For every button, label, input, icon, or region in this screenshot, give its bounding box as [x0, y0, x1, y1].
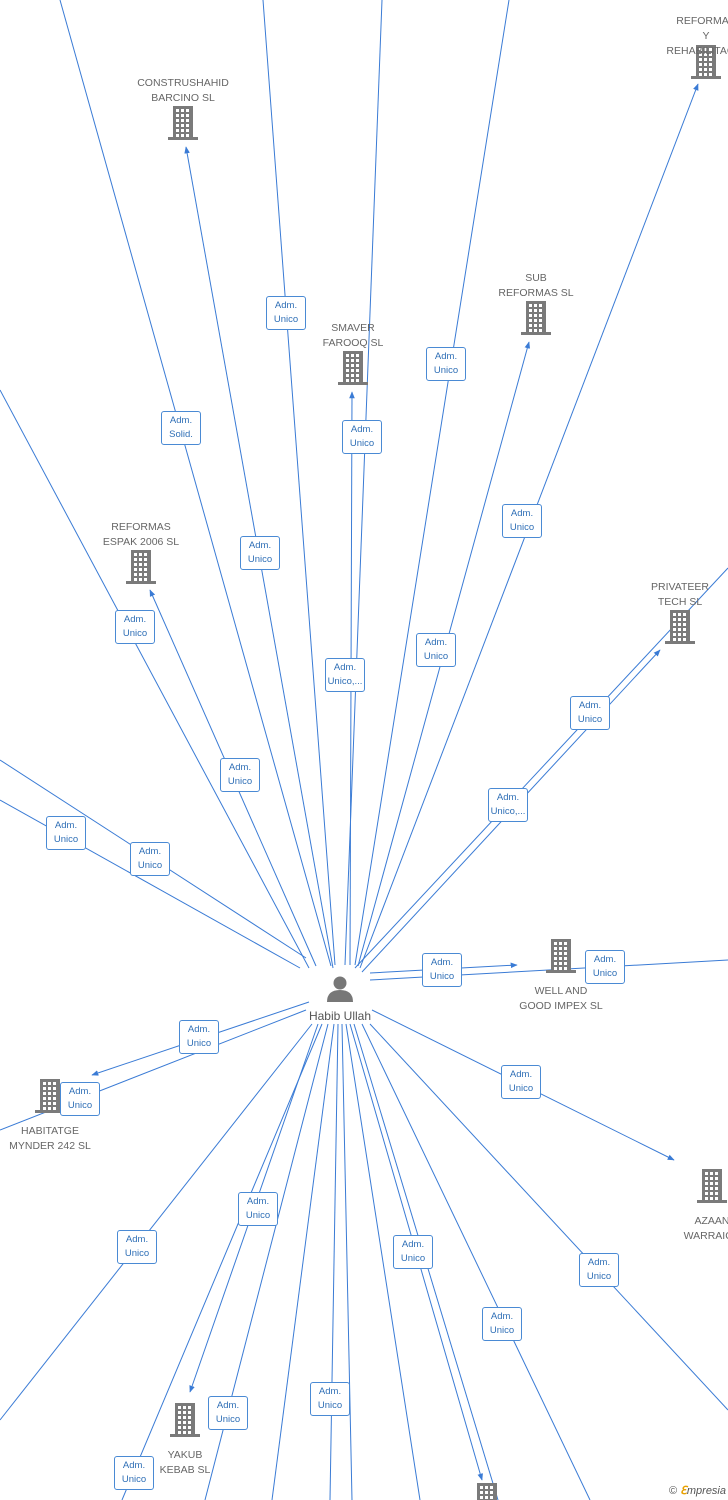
- edge-role-label[interactable]: Adm. Unico: [60, 1082, 100, 1116]
- building-icon[interactable]: [170, 1403, 200, 1437]
- edge-role-label[interactable]: Adm. Unico: [393, 1235, 433, 1269]
- building-icon[interactable]: [691, 45, 721, 79]
- building-icon[interactable]: [521, 301, 551, 335]
- empresia-logo: © ℇmpresia: [668, 1484, 726, 1497]
- relation-edge: [121, 1023, 323, 1500]
- company-label-well-good[interactable]: WELL AND GOOD IMPEX SL: [519, 985, 603, 1012]
- edge-role-label[interactable]: Adm. Unico,...: [325, 658, 365, 692]
- edge-role-label[interactable]: Adm. Unico: [46, 816, 86, 850]
- edge-role-label[interactable]: Adm. Unico: [310, 1382, 350, 1416]
- building-icon[interactable]: [338, 351, 368, 385]
- relation-edge: [344, 0, 383, 966]
- edge-role-label[interactable]: Adm. Unico: [585, 950, 625, 984]
- edge-role-label[interactable]: Adm. Unico: [240, 536, 280, 570]
- company-label-reformas-rehab[interactable]: REFORMAS Y REHABILITACIO: [666, 15, 728, 57]
- edge-role-label[interactable]: Adm. Unico: [422, 953, 462, 987]
- building-icon[interactable]: [546, 939, 576, 973]
- edge-role-label[interactable]: Adm. Unico: [130, 842, 170, 876]
- building-icon[interactable]: [697, 1169, 727, 1203]
- building-icon[interactable]: [472, 1483, 502, 1500]
- edge-role-label[interactable]: Adm. Unico: [266, 296, 306, 330]
- edge-role-label[interactable]: Adm. Unico: [208, 1396, 248, 1430]
- edge-role-label[interactable]: Adm. Unico: [502, 504, 542, 538]
- edge-role-label[interactable]: Adm. Unico,...: [488, 788, 528, 822]
- relation-edge: [341, 1023, 353, 1500]
- edge-role-label[interactable]: Adm. Unico: [482, 1307, 522, 1341]
- edge-role-label[interactable]: Adm. Unico: [579, 1253, 619, 1287]
- relation-edge: [354, 0, 510, 966]
- edge-role-label[interactable]: Adm. Unico: [501, 1065, 541, 1099]
- edge-role-label[interactable]: Adm. Unico: [115, 610, 155, 644]
- relation-edge: [271, 1023, 335, 1500]
- company-label-habitatge[interactable]: HABITATGE MYNDER 242 SL: [9, 1125, 91, 1152]
- company-label-construshahid[interactable]: CONSTRUSHAHID BARCINO SL: [137, 77, 229, 104]
- relation-edge: [262, 0, 336, 966]
- company-label-azaan[interactable]: AZAAN WARRAICH: [683, 1215, 728, 1242]
- building-icon[interactable]: [168, 106, 198, 140]
- relation-edge: [354, 567, 728, 969]
- relation-edge: [345, 1023, 421, 1500]
- edge-role-label[interactable]: Adm. Unico: [114, 1456, 154, 1490]
- edge-role-label[interactable]: Adm. Unico: [416, 633, 456, 667]
- relation-edge: [0, 1023, 313, 1421]
- company-label-privateer[interactable]: PRIVATEER TECH SL: [651, 581, 709, 608]
- company-label-sub-reformas[interactable]: SUB REFORMAS SL: [498, 272, 574, 299]
- relation-edge: [59, 0, 332, 967]
- relation-edge: [329, 1023, 339, 1500]
- building-icon[interactable]: [126, 550, 156, 584]
- relation-edge: [361, 1023, 591, 1500]
- company-label-reformas-espak[interactable]: REFORMAS ESPAK 2006 SL: [102, 521, 180, 548]
- edge-role-label[interactable]: Adm. Unico: [426, 347, 466, 381]
- edge-role-label[interactable]: Adm. Unico: [179, 1020, 219, 1054]
- relation-edge: [0, 799, 301, 969]
- building-icon[interactable]: [665, 610, 695, 644]
- company-label-smaver[interactable]: SMAVER FAROOQ SL: [322, 322, 384, 349]
- edge-role-label[interactable]: Adm. Solid.: [161, 411, 201, 445]
- edge-role-label[interactable]: Adm. Unico: [570, 696, 610, 730]
- edge-role-label[interactable]: Adm. Unico: [238, 1192, 278, 1226]
- company-label-yakub[interactable]: YAKUB KEBAB SL: [159, 1449, 211, 1476]
- person-icon[interactable]: [327, 976, 353, 1003]
- relation-edge: [369, 1023, 728, 1411]
- edge-role-label[interactable]: Adm. Unico: [117, 1230, 157, 1264]
- building-icon[interactable]: [35, 1079, 65, 1113]
- relation-edge: [0, 389, 310, 969]
- edge-role-label[interactable]: Adm. Unico: [342, 420, 382, 454]
- person-label[interactable]: Habib Ullah: [308, 1009, 372, 1023]
- edge-role-label[interactable]: Adm. Unico: [220, 758, 260, 792]
